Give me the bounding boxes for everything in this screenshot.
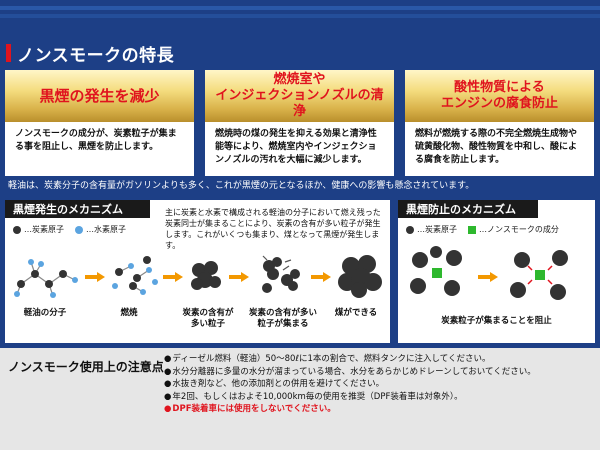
step-label-gathering-line2: 粒子が集まる <box>257 319 309 329</box>
nonsmoke-before-icon <box>410 246 462 296</box>
arrow-icon <box>311 272 331 282</box>
combustion-icon <box>112 256 158 295</box>
page-title: ノンスモークの特長 <box>17 45 175 66</box>
legend-nonsmoke-label: …ノンスモークの成分 <box>479 225 559 234</box>
usage-title: ノンスモーク使用上の注意点 <box>8 360 164 374</box>
legend-carbon: …炭素原子 <box>406 224 457 235</box>
step-label-gathering: 炭素の含有が多い 粒子が集まる <box>241 308 325 330</box>
mechanism-panel: 黒煙発生のメカニズム …炭素原子 …水素原子 主に炭素と水素で構成される軽油の分… <box>5 200 390 343</box>
carbon-dot-icon <box>13 225 21 234</box>
prevention-title: 黒煙防止のメカニズム <box>398 200 538 218</box>
feature-body: ノンスモークの成分が、炭素粒子が集まる事を阻止し、黒煙を防止します。 <box>15 129 177 152</box>
feature-title-line2: インジェクションノズルの清浄 <box>215 88 384 119</box>
legend-hydrogen-label: …水素原子 <box>86 225 126 234</box>
carbon-particle-icon <box>191 261 221 290</box>
step-label-molecule: 軽油の分子 <box>23 308 67 318</box>
nonsmoke-square-icon <box>468 225 476 234</box>
usage-item-warning: DPF装着車には使用をしないでください。 <box>164 403 536 416</box>
usage-item: ディーゼル燃料（軽油）50〜80ℓに1本の割合で、燃料タンクに注入してください。 <box>164 353 536 366</box>
legend-nonsmoke: …ノンスモークの成分 <box>468 224 559 235</box>
feature-title-line1: 燃焼室や <box>273 72 326 87</box>
feature-title-line2: エンジンの腐食防止 <box>440 96 558 111</box>
diesel-molecule-icon <box>14 259 78 298</box>
step-label-particle: 炭素の含有が 多い粒子 <box>173 308 243 330</box>
usage-item: 水抜き剤など、他の添加剤との併用を避けてください。 <box>164 378 536 391</box>
feature-body: 燃料が燃焼する際の不完全燃焼生成物や硫黄酸化物、酸性物質を中和し、酸による腐食を… <box>415 129 578 165</box>
feature-title: 燃焼室や インジェクションノズルの清浄 <box>205 70 394 122</box>
arrow-icon <box>163 272 183 282</box>
arrow-icon <box>229 272 249 282</box>
hydrogen-dot-icon <box>75 225 83 234</box>
section-header: ノンスモークの特長 <box>6 42 175 66</box>
carbon-dot-icon <box>406 225 414 234</box>
legend-hydrogen: …水素原子 <box>75 224 126 235</box>
legend-carbon-label: …炭素原子 <box>24 225 64 234</box>
step-label-gathering-line1: 炭素の含有が多い <box>248 308 317 318</box>
usage-item: 水分分離器に多量の水分が溜まっている場合、水分をあらかじめドレーンしておいてくだ… <box>164 366 535 379</box>
particles-gathering-icon <box>262 255 300 293</box>
mechanism-title: 黒煙発生のメカニズム <box>5 200 150 218</box>
title-marker <box>6 44 11 62</box>
feature-title: 酸性物質による エンジンの腐食防止 <box>405 70 594 122</box>
arrow-icon <box>478 272 498 282</box>
step-label-soot: 煤ができる <box>334 308 378 318</box>
step-label-combustion: 燃焼 <box>120 308 138 318</box>
prevention-caption: 炭素粒子が集まることを阻止 <box>441 316 552 326</box>
feature-card-smoke: 黒煙の発生を減少 ノンスモークの成分が、炭素粒子が集まる事を阻止し、黒煙を防止し… <box>5 70 194 176</box>
step-label-particle-line1: 炭素の含有が <box>182 308 234 318</box>
prevention-panel: 黒煙防止のメカニズム …炭素原子 …ノンスモークの成分 炭素粒子が集まることを阻… <box>398 200 595 343</box>
usage-list: ディーゼル燃料（軽油）50〜80ℓに1本の割合で、燃料タンクに注入してください。… <box>164 353 536 416</box>
nonsmoke-after-icon <box>510 250 568 300</box>
soot-icon <box>338 255 382 298</box>
top-stripe <box>0 6 600 10</box>
feature-title-line1: 酸性物質による <box>454 80 545 95</box>
feature-card-cleaning: 燃焼室や インジェクションノズルの清浄 燃焼時の煤の発生を抑える効果と清浄性能等… <box>205 70 394 176</box>
feature-body: 燃焼時の煤の発生を抑える効果と清浄性能等により、燃焼室内やインジェクションノズル… <box>215 129 377 165</box>
feature-title: 黒煙の発生を減少 <box>5 70 194 122</box>
arrow-icon <box>85 272 105 282</box>
legend-carbon-label: …炭素原子 <box>417 225 457 234</box>
usage-item: 年2回、もしくはおよそ10,000km毎の使用を推奨（DPF装着車は対象外）。 <box>164 391 536 404</box>
step-label-particle-line2: 多い粒子 <box>190 319 225 329</box>
feature-card-corrosion: 酸性物質による エンジンの腐食防止 燃料が燃焼する際の不完全燃焼生成物や硫黄酸化… <box>405 70 594 176</box>
top-stripe-thin <box>0 14 600 18</box>
legend-carbon: …炭素原子 <box>13 224 64 235</box>
diesel-note: 軽油は、炭素分子の含有量がガソリンよりも多く、これが黒煙の元となるほか、健康への… <box>8 181 475 191</box>
usage-notes-section: ノンスモーク使用上の注意点 ディーゼル燃料（軽油）50〜80ℓに1本の割合で、燃… <box>0 348 600 450</box>
mechanism-description: 主に炭素と水素で構成される軽油の分子において燃え残った炭素同士が集まることにより… <box>165 208 381 250</box>
